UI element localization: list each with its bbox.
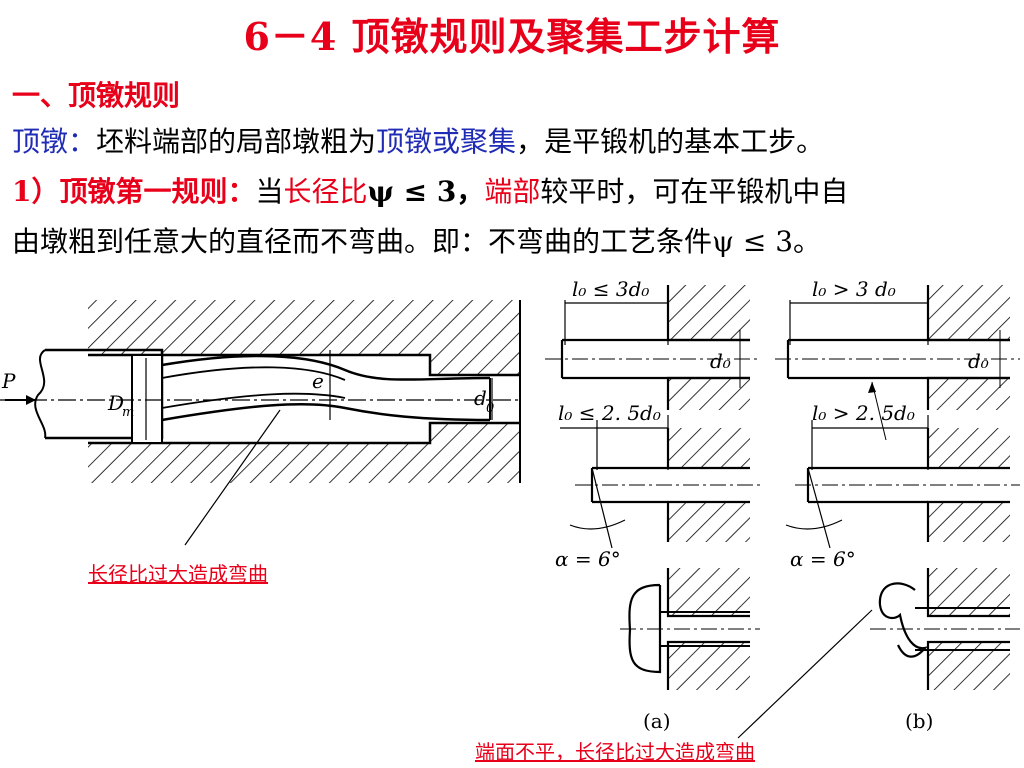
b-alpha-arc xyxy=(785,519,843,530)
rule1-text-2: ψ ≤ 3， xyxy=(367,175,485,208)
upper-die-hatch xyxy=(88,300,520,355)
b-arrowhead xyxy=(868,382,876,393)
lower-die-step-hatch xyxy=(430,423,520,443)
a-upper-die xyxy=(668,285,750,340)
d0-label: d xyxy=(474,386,487,410)
panel-b-label: (b) xyxy=(905,709,933,733)
rule1-highlight-2: 端部 xyxy=(484,175,541,208)
b-bot-bar xyxy=(915,607,1010,651)
dm-label: D xyxy=(107,391,124,415)
definition-text-2: 是平锻机的基本工步。 xyxy=(544,125,825,158)
page-title: 6－4 顶镦规则及聚集工步计算 xyxy=(243,14,781,59)
e-label: e xyxy=(312,369,324,393)
upper-die-step-hatch xyxy=(430,355,520,375)
rule1-line-2: 由墩粗到任意大的直径而不弯曲。即：不弯曲的工艺条件ψ ≤ 3。 xyxy=(12,225,822,258)
rule1-label: 1）顶镦第一规则： xyxy=(12,175,256,208)
bent-bar-top xyxy=(161,354,491,381)
section-heading: 一、顶镦规则 xyxy=(12,79,181,112)
left-leader-line xyxy=(184,409,281,546)
stock-break-line xyxy=(34,349,47,439)
definition-text-1: 坯料端部的局部墩粗为 xyxy=(96,125,377,158)
caption-left: 长径比过大造成弯曲 xyxy=(88,562,268,586)
rule1-line-1: 1）顶镦第一规则：当长径比ψ ≤ 3，端部较平时，可在平锻机中自 xyxy=(12,170,848,210)
dm-subscript: m xyxy=(122,405,134,420)
force-arrowhead xyxy=(26,395,36,405)
a-bot-upper-die xyxy=(668,568,750,616)
b-mid-label: l₀ > 2. 5d₀ xyxy=(812,401,915,425)
b-alpha-label: α = 6° xyxy=(790,547,856,571)
force-label: P xyxy=(1,369,16,393)
a-mid-label: l₀ ≤ 2. 5d₀ xyxy=(558,401,661,425)
panel-a: l₀ ≤ 3d₀ d₀ l₀ ≤ 2. 5d₀ α = 6° (a) xyxy=(545,277,760,733)
d0-subscript: 0 xyxy=(486,401,494,416)
punch-block xyxy=(131,354,163,444)
a-bot-lower-die xyxy=(668,642,750,690)
a-mid-upper-die xyxy=(668,428,750,468)
b-d0-label: d₀ xyxy=(968,349,989,373)
a-alpha-arc xyxy=(569,519,626,530)
rule1-highlight-1: 长径比 xyxy=(283,175,368,208)
a-mid-bar xyxy=(590,466,668,504)
lower-die-hatch xyxy=(88,443,520,483)
rule1-text-3: 较平时，可在平锻机中自 xyxy=(540,175,849,208)
a-top-label: l₀ ≤ 3d₀ xyxy=(572,277,649,301)
definition-sep: ， xyxy=(516,125,545,158)
a-mid-lower-die xyxy=(668,502,750,542)
caption-right: 端面不平，长径比过大造成弯曲 xyxy=(475,740,755,764)
b-upper-die xyxy=(928,285,1010,340)
b-mid-lower-die xyxy=(928,502,1010,542)
a-upset-head xyxy=(628,583,662,674)
b-mid-upper-die xyxy=(928,428,1010,468)
a-bot-bar xyxy=(660,611,750,647)
definition-line: 顶镦：坯料端部的局部墩粗为顶镦或聚集，是平锻机的基本工步。 xyxy=(12,120,824,160)
definition-term: 顶镦： xyxy=(12,125,97,158)
a-lower-die xyxy=(668,378,750,410)
panel-a-label: (a) xyxy=(643,709,671,733)
a-bar xyxy=(560,338,750,380)
b-bot-die-outline xyxy=(926,568,1010,690)
panel-b: l₀ > 3 d₀ d₀ l₀ > 2. 5d₀ α = 6° (b) xyxy=(737,277,1020,739)
right-leader-line xyxy=(737,609,873,739)
b-alpha-line xyxy=(807,467,831,549)
b-lower-die xyxy=(928,378,1010,410)
b-top-label: l₀ > 3 d₀ xyxy=(812,277,896,301)
left-die-assembly: P D m e d 0 xyxy=(0,300,521,546)
bent-bar-top-inner xyxy=(161,366,346,381)
rule1-text-1: 当 xyxy=(255,175,284,208)
a-alpha-line xyxy=(591,467,613,549)
definition-highlight: 顶镦或聚集 xyxy=(376,125,517,158)
a-d0-label: d₀ xyxy=(710,349,731,373)
bent-bar-bottom xyxy=(161,403,491,422)
a-bot-die-outline xyxy=(666,568,750,690)
b-upset-head-irregular xyxy=(878,582,928,658)
a-alpha-label: α = 6° xyxy=(555,547,621,571)
